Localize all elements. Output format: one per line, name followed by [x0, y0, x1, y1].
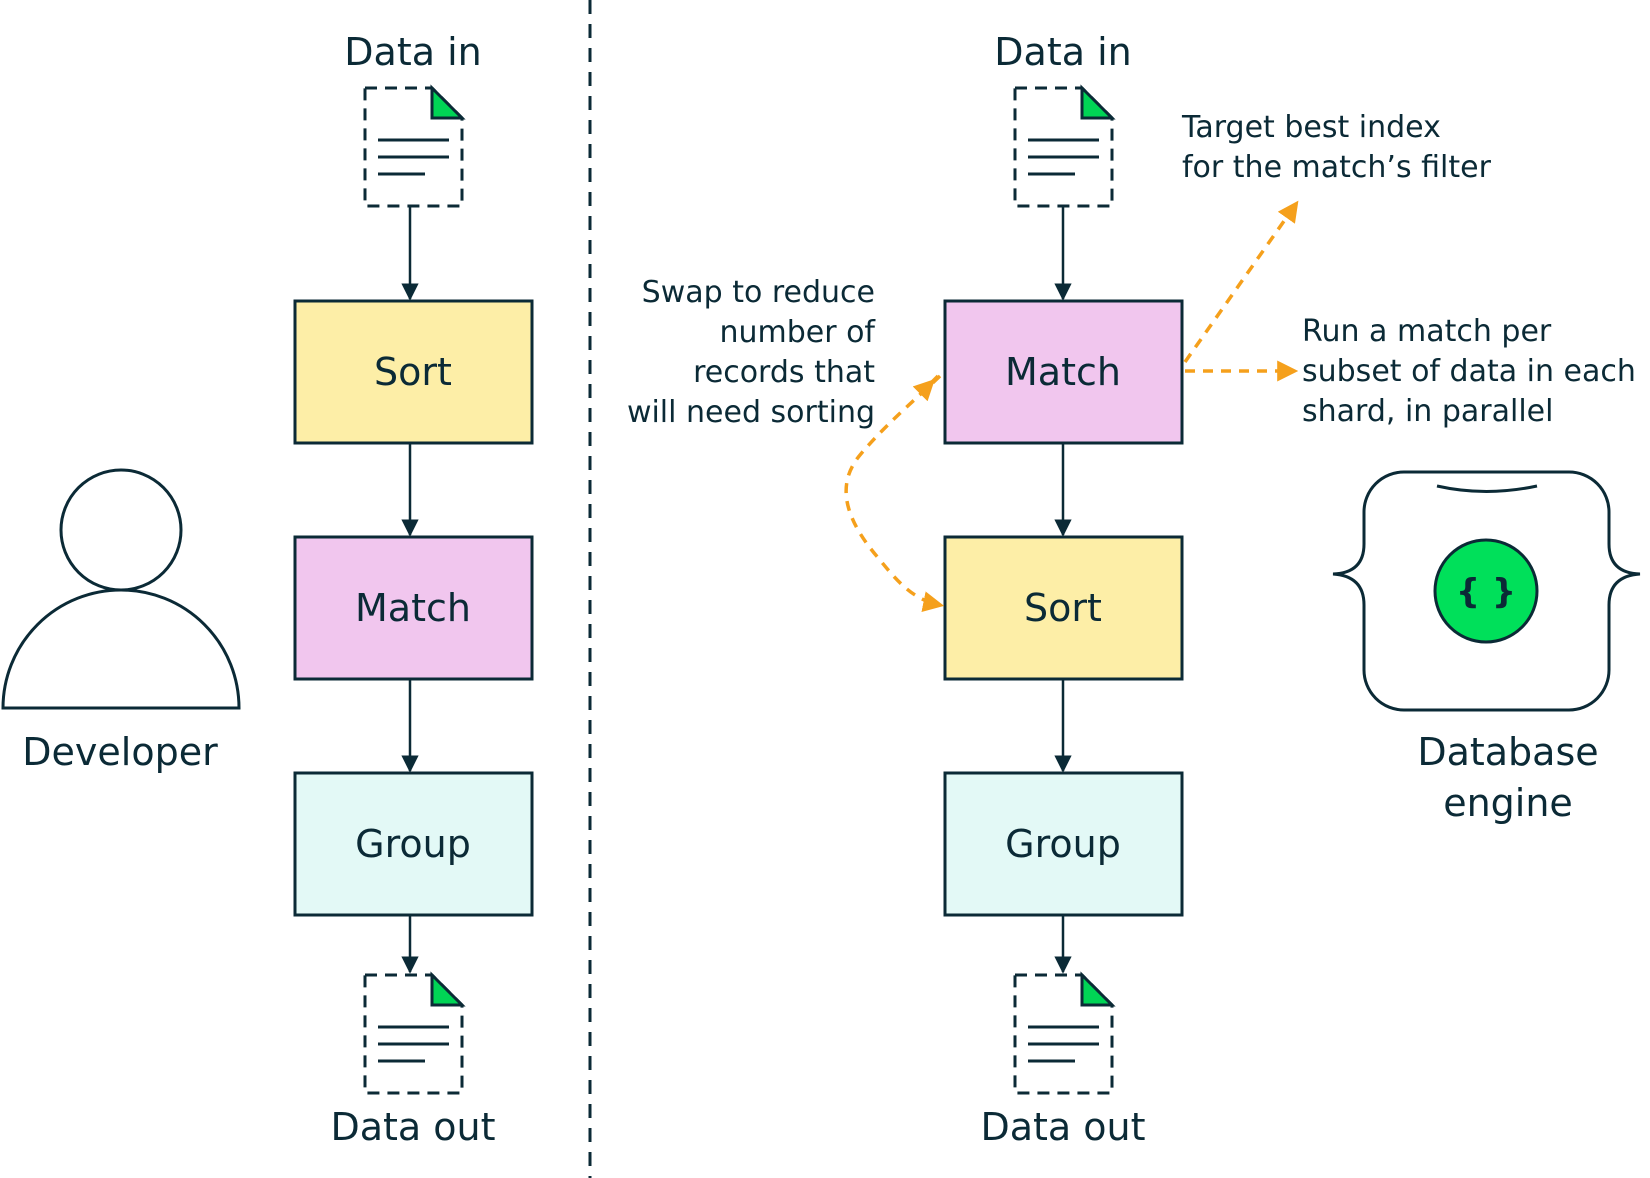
- svg-text:will need sorting: will need sorting: [627, 395, 875, 430]
- left-group-label: Group: [355, 822, 471, 866]
- svg-text:records that: records that: [693, 355, 875, 390]
- right-data-in-document-icon: [1013, 84, 1116, 208]
- right-data-out-label: Data out: [980, 1105, 1145, 1149]
- target-index-annotation: Target best index for the match’s filter: [1181, 110, 1492, 185]
- right-data-out-document-icon: [1013, 971, 1116, 1095]
- svg-text:for the match’s filter: for the match’s filter: [1182, 150, 1492, 185]
- right-sort-label: Sort: [1024, 586, 1102, 630]
- right-data-in-label: Data in: [994, 30, 1131, 74]
- left-data-in-label: Data in: [344, 30, 481, 74]
- left-sort-label: Sort: [374, 350, 452, 394]
- left-match-stage: [293, 535, 534, 681]
- parallel-annotation: Run a match per subset of data in each s…: [1302, 314, 1636, 429]
- right-group-label: Group: [1005, 822, 1121, 866]
- left-sort-stage: [293, 299, 534, 445]
- developer-label: Developer: [22, 730, 218, 774]
- right-sort-stage: [943, 535, 1184, 681]
- left-data-out-document-icon: [363, 971, 466, 1095]
- svg-text:number of: number of: [719, 315, 876, 350]
- left-data-out-label: Data out: [330, 1105, 495, 1149]
- left-group-stage: [293, 771, 534, 917]
- curly-braces-icon: { }: [1456, 572, 1516, 612]
- right-group-stage: [943, 771, 1184, 917]
- engine-label-line1: Database: [1417, 730, 1598, 774]
- svg-text:subset of data in each: subset of data in each: [1302, 354, 1636, 389]
- svg-text:Swap to reduce: Swap to reduce: [642, 275, 875, 310]
- svg-text:Target best index: Target best index: [1181, 110, 1441, 145]
- svg-text:Run a match per: Run a match per: [1302, 314, 1552, 349]
- developer-icon: [1, 468, 241, 710]
- left-data-in-document-icon: [363, 84, 466, 208]
- left-match-label: Match: [355, 586, 471, 630]
- svg-text:shard, in parallel: shard, in parallel: [1302, 394, 1553, 429]
- database-engine-icon: { }: [1332, 470, 1641, 712]
- swap-annotation: Swap to reduce number of records that wi…: [627, 275, 876, 430]
- engine-label-line2: engine: [1443, 781, 1573, 825]
- swap-arrow-head-top: [912, 374, 940, 402]
- right-match-stage: [943, 299, 1184, 445]
- target-index-arrow: [1183, 200, 1299, 364]
- right-match-label: Match: [1005, 350, 1121, 394]
